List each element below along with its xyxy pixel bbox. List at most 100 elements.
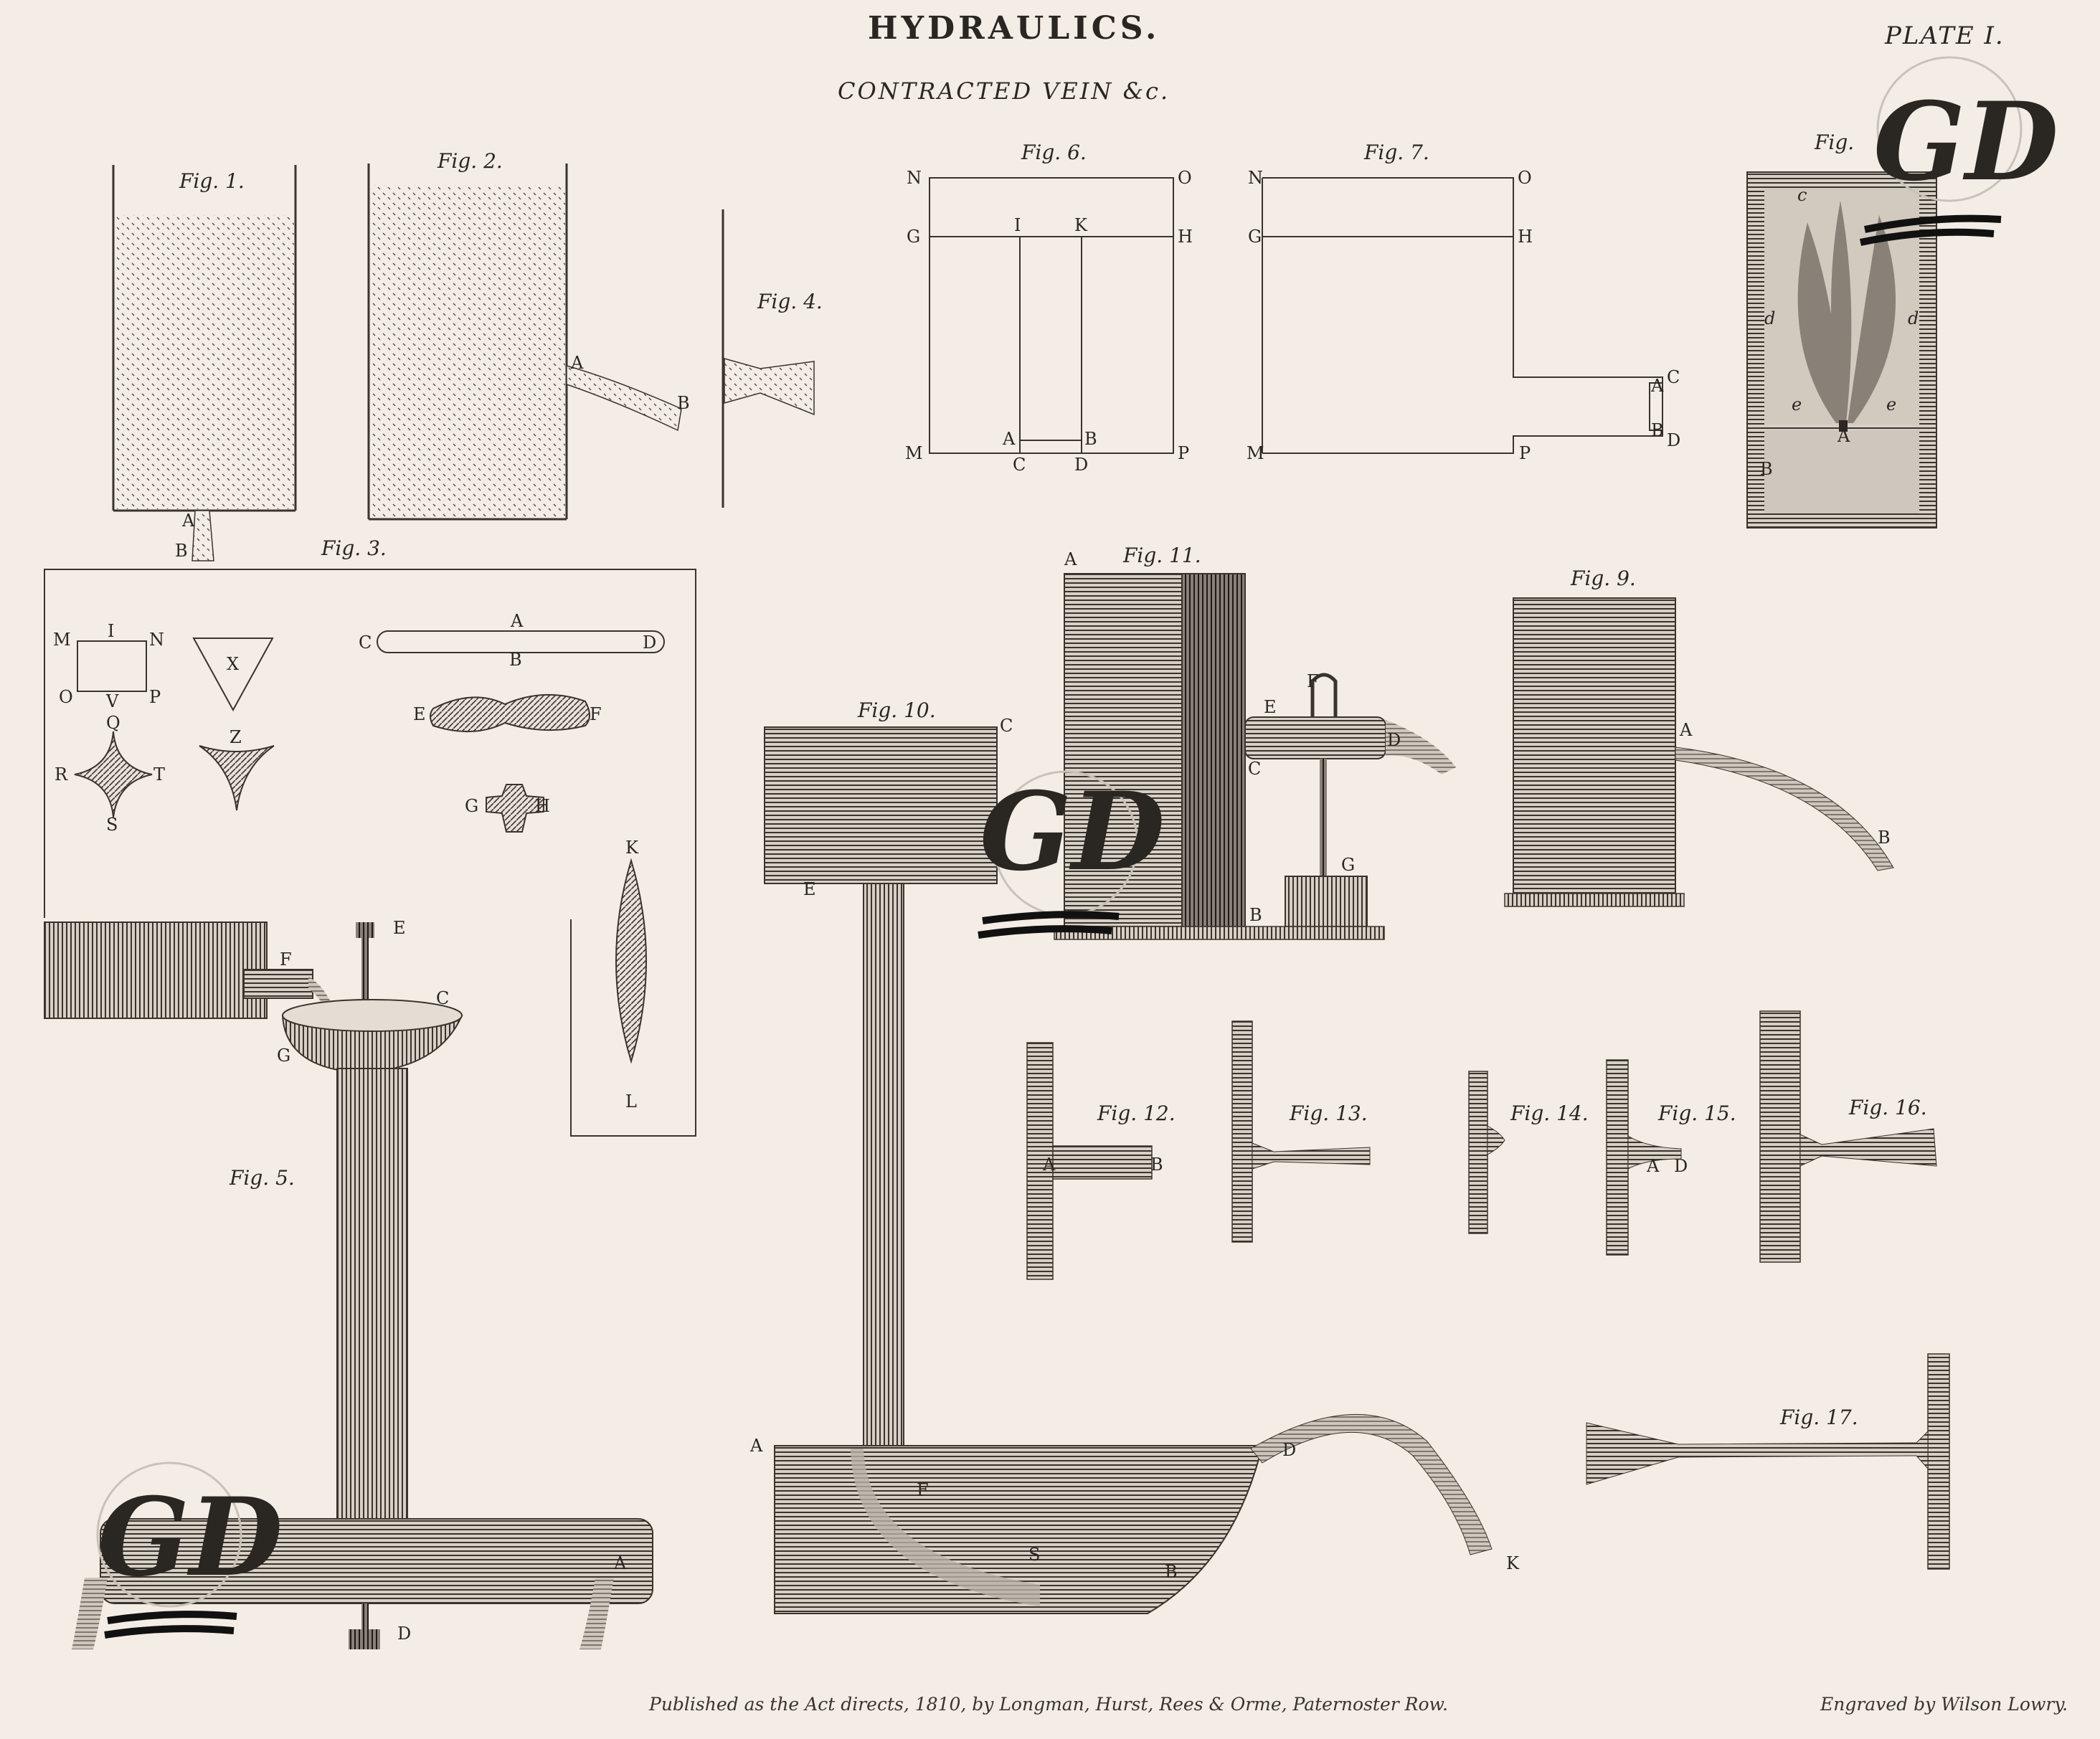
point-letter-C: C <box>1000 716 1013 736</box>
point-letter-GD: GD <box>1873 79 2058 205</box>
figure-10: Fig. 10. C E A D F S B K <box>749 698 1520 1614</box>
fig-10-pipe <box>863 883 904 1451</box>
point-letter-A: A <box>1650 376 1664 396</box>
point-letter-A: A <box>1646 1156 1660 1176</box>
fig-10-basin <box>774 1445 1264 1614</box>
point-letter-D: D <box>643 632 656 653</box>
point-letter-F: F <box>280 949 292 970</box>
watermark-gd-top-right: GD <box>1859 56 2058 246</box>
point-letter-V: V <box>105 691 119 711</box>
point-letter-K: K <box>1074 215 1088 235</box>
fig-7-label: Fig. 7. <box>1363 141 1429 164</box>
point-letter-F: F <box>590 704 602 724</box>
point-letter-C: C <box>1667 367 1680 387</box>
point-letter-G: G <box>465 796 478 816</box>
figure-16: Fig. 16. <box>1759 1010 1937 1263</box>
point-letter-G: G <box>1341 855 1355 875</box>
point-letter-E: E <box>1264 697 1277 717</box>
fig-16-label: Fig. 16. <box>1848 1096 1927 1119</box>
point-letter-Q: Q <box>106 713 120 733</box>
point-letter-O: O <box>1178 168 1192 188</box>
figure-5: Fig. 5. E F C G A D <box>44 918 653 1649</box>
point-letter-B: B <box>1165 1562 1178 1582</box>
point-letter-R: R <box>55 764 68 785</box>
point-letter-M: M <box>905 443 923 463</box>
point-letter-E: E <box>393 918 406 938</box>
point-letter-N: N <box>149 630 164 650</box>
point-letter-E: E <box>413 704 426 724</box>
fig-6-label: Fig. 6. <box>1021 141 1087 164</box>
fig-2-jet <box>566 365 682 432</box>
point-letter-D: D <box>397 1624 411 1644</box>
plate-subtitle: CONTRACTED VEIN &c. <box>838 77 1170 105</box>
fig-10-reservoir <box>764 726 998 884</box>
point-letter-A: A <box>1042 1155 1056 1175</box>
point-letter-K: K <box>1506 1553 1520 1573</box>
figure-1: Fig. 1. A B <box>112 165 297 561</box>
point-letter-GD: GD <box>980 769 1165 895</box>
fig-9-jet <box>1675 747 1894 871</box>
figure-9: Fig. 9. A B <box>1504 567 1894 907</box>
point-letter-M: M <box>1247 443 1264 463</box>
fig-11-label: Fig. 11. <box>1122 544 1201 567</box>
figure-12: Fig. 12. A B <box>1026 1042 1176 1280</box>
figure-17: Fig. 17. <box>1586 1353 1950 1570</box>
point-letter-B: B <box>677 393 690 413</box>
point-letter-Z: Z <box>230 727 242 747</box>
point-letter-P: P <box>149 687 161 707</box>
point-letter-D: D <box>1387 730 1401 750</box>
point-letter-B: B <box>1084 429 1097 449</box>
point-letter-B: B <box>1760 459 1773 479</box>
watermark-gd-center: GD <box>978 769 1165 939</box>
fig-2-water <box>370 185 565 518</box>
point-letter-D: D <box>1674 1156 1688 1176</box>
point-letter-H: H <box>535 796 550 816</box>
point-letter-G: G <box>277 1046 290 1066</box>
fig-9-label: Fig. 9. <box>1570 567 1636 590</box>
fig-9-vessel <box>1513 597 1676 894</box>
point-letter-M: M <box>53 630 71 650</box>
fig-10-label: Fig. 10. <box>857 698 936 722</box>
figure-6: Fig. 6. N O G H I K A B M P C D <box>905 141 1193 475</box>
point-letter-D: D <box>1667 430 1680 450</box>
point-letter-H: H <box>1178 227 1193 247</box>
point-letter-S: S <box>1028 1545 1040 1565</box>
plate-number: PLATE I. <box>1885 22 2005 50</box>
point-letter-A: A <box>510 611 524 631</box>
point-letter-A: A <box>1002 429 1016 449</box>
fig-5-pipe <box>336 1068 408 1535</box>
point-letter-A: A <box>613 1553 627 1573</box>
figure-13: Fig. 13. <box>1231 1020 1371 1243</box>
point-letter-C: C <box>436 988 449 1008</box>
point-letter-e: e <box>1792 394 1802 414</box>
point-letter-I: I <box>1014 215 1021 235</box>
point-letter-N: N <box>907 168 922 188</box>
watermark-gd-bottom-left: GD <box>96 1461 283 1639</box>
point-letter-S: S <box>106 815 118 835</box>
point-letter-N: N <box>1248 168 1263 188</box>
point-letter-O: O <box>59 687 73 707</box>
fig-17-label: Fig. 17. <box>1779 1406 1858 1429</box>
point-letter-F: F <box>917 1480 929 1500</box>
figure-3: Fig. 3. M I N O V P X Q R T S Z C A B D … <box>44 536 696 1137</box>
point-letter-C: C <box>359 632 372 653</box>
point-letter-D: D <box>1074 455 1088 475</box>
point-letter-I: I <box>108 621 114 641</box>
point-letter-T: T <box>153 764 165 785</box>
fig-5-label: Fig. 5. <box>229 1166 295 1190</box>
figure-11: Fig. 11. A E F D C G B <box>1054 544 1456 940</box>
point-letter-X: X <box>227 654 239 674</box>
fig-15-label: Fig. 15. <box>1657 1101 1736 1125</box>
point-letter-d: d <box>1764 308 1775 328</box>
figure-7: Fig. 7. N O G H A C B D M P <box>1247 141 1680 463</box>
point-letter-E: E <box>803 879 816 899</box>
point-letter-B: B <box>175 541 188 561</box>
point-letter-G: G <box>1248 227 1262 247</box>
figure-2: Fig. 2. A B <box>367 149 690 521</box>
point-letter-c: c <box>1797 185 1807 205</box>
fig-4-ajutage <box>724 358 815 416</box>
fig-11-tube <box>1244 716 1386 759</box>
fig-10-jet <box>1250 1413 1493 1555</box>
fig-1-water <box>115 215 294 509</box>
